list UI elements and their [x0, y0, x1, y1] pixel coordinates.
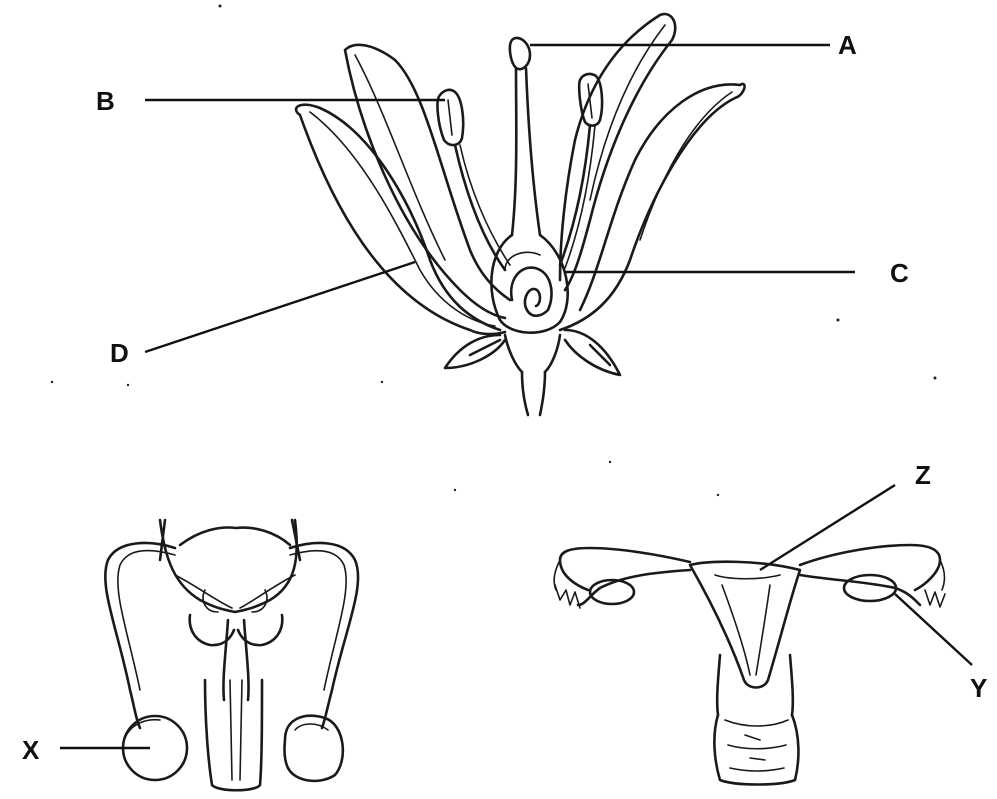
fimbriae-right [925, 590, 945, 607]
penis [205, 680, 262, 790]
flower-petal-inner-right [560, 14, 675, 290]
flower-stalk [522, 372, 545, 415]
prostate-gland [190, 615, 283, 645]
label-y: Y [970, 675, 987, 701]
male-reproductive-diagram [105, 520, 358, 790]
ovary-right [844, 575, 896, 601]
leader-line-y [895, 594, 972, 665]
urethra [223, 620, 248, 700]
label-c: C [890, 260, 909, 286]
vas-deferens-left [105, 543, 175, 728]
label-a: A [838, 32, 857, 58]
leader-line-d [145, 262, 415, 352]
sepal-right [565, 330, 620, 375]
uterus [690, 562, 800, 688]
label-b: B [96, 88, 115, 114]
vas-deferens-right [290, 543, 358, 728]
pistil-style [512, 68, 540, 235]
flower-receptacle [505, 335, 560, 372]
flower-diagram [296, 14, 745, 415]
cervix [717, 655, 793, 715]
label-d: D [110, 340, 129, 366]
fallopian-tube-left [560, 548, 690, 605]
female-reproductive-diagram [554, 545, 945, 785]
ovule [511, 268, 551, 316]
flower-petal-outer-left [296, 105, 505, 334]
label-x: X [22, 737, 39, 763]
pistil-stigma [510, 38, 530, 69]
fimbriae-left [555, 585, 580, 608]
sepal-left [445, 335, 505, 368]
label-z: Z [915, 462, 931, 488]
bladder [160, 520, 297, 612]
testis-right [284, 716, 342, 781]
